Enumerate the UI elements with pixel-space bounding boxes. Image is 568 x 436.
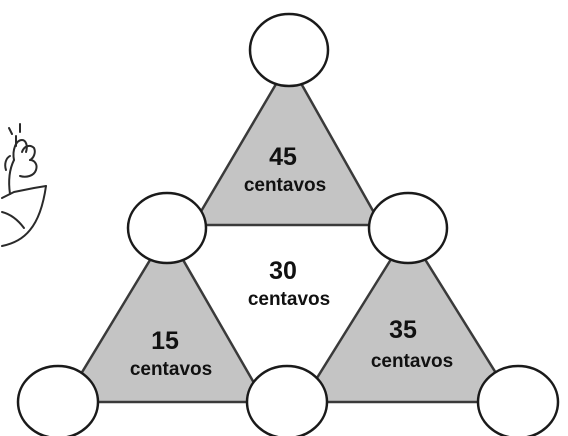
circle-middle-right[interactable] — [367, 191, 449, 265]
center-value: 30 — [269, 257, 297, 285]
triangle-bottom-right — [300, 230, 516, 404]
triangle-top-value: 45 — [269, 143, 297, 171]
triangle-right-value: 35 — [389, 316, 417, 344]
triangle-top — [191, 60, 383, 227]
circle-bottom-right[interactable] — [476, 364, 560, 436]
circle-bottom-left[interactable] — [16, 364, 100, 436]
circle-top[interactable] — [248, 12, 330, 88]
triangle-right-unit: centavos — [371, 351, 453, 372]
triangle-top-unit: centavos — [244, 175, 326, 196]
circle-middle-left[interactable] — [126, 191, 208, 265]
center-unit: centavos — [248, 289, 330, 310]
triangle-left-unit: centavos — [130, 359, 212, 380]
triangle-left-value: 15 — [151, 327, 179, 355]
triangle-bottom-left — [62, 230, 267, 404]
hand-sketch-illustration — [1, 123, 47, 247]
circle-bottom-middle[interactable] — [245, 364, 329, 436]
